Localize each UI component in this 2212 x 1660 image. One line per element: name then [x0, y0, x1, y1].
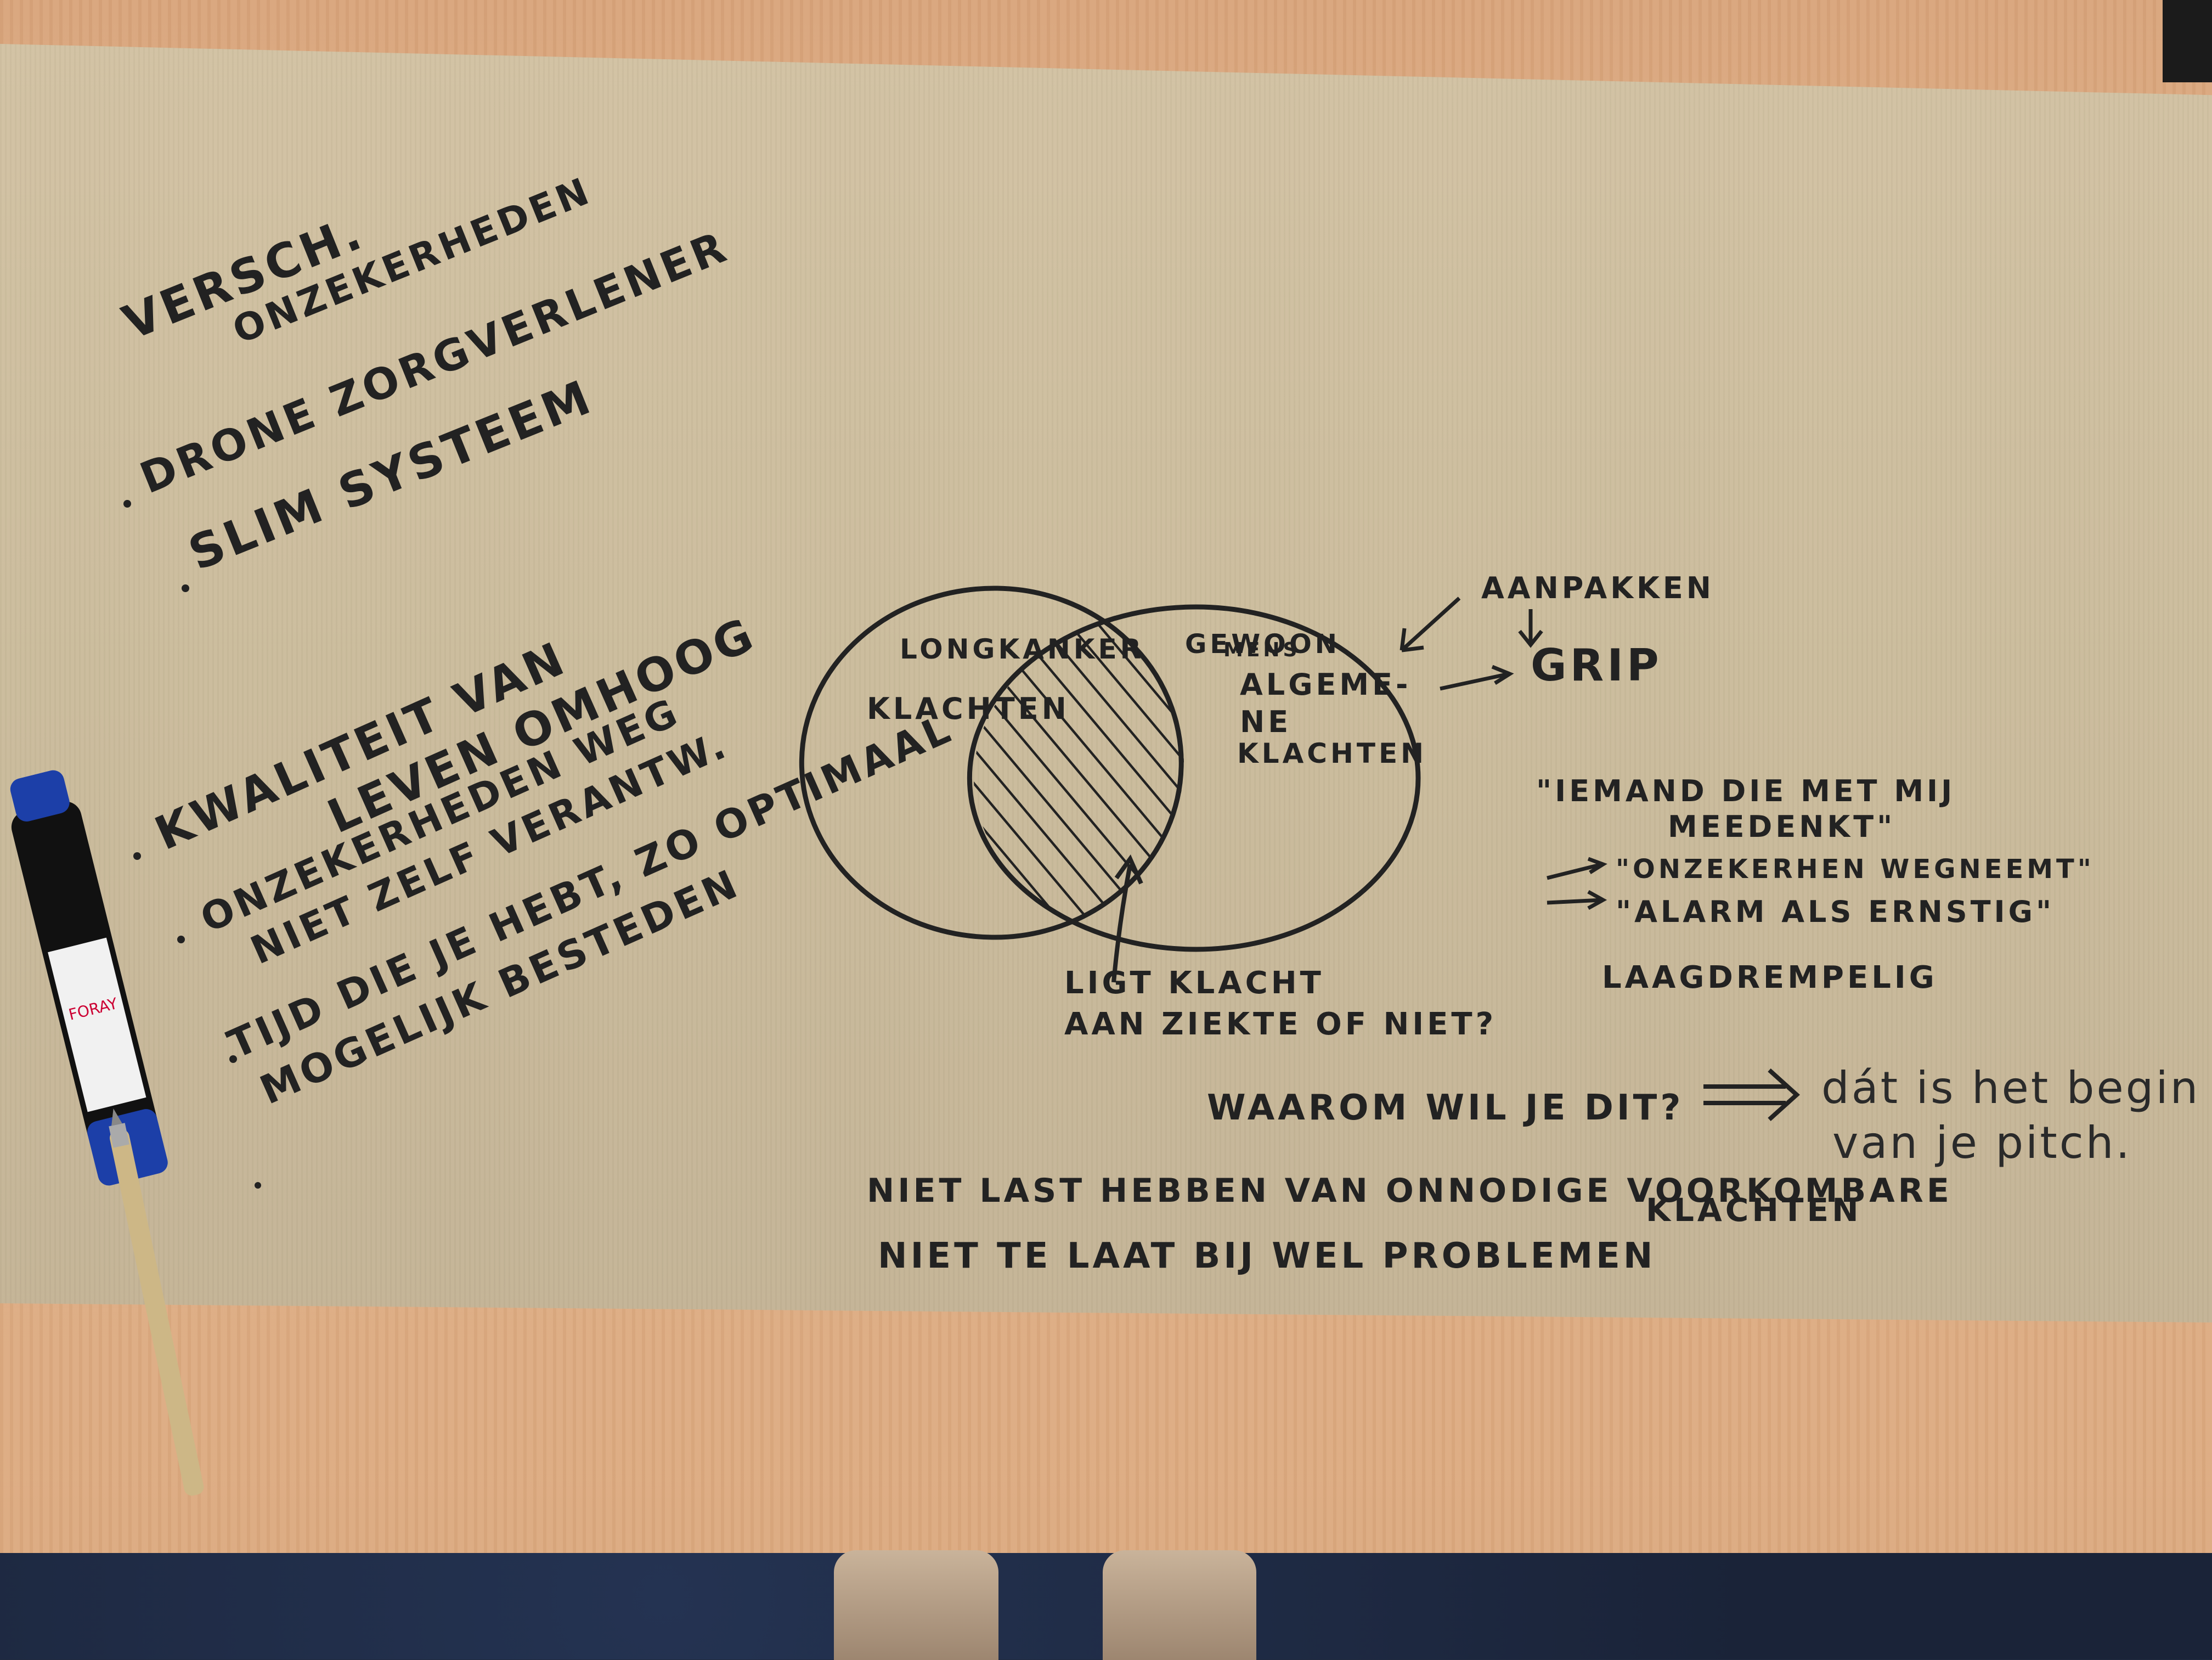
- right-label-5: KLACHTEN: [1237, 738, 1427, 769]
- right-label-1: GEWOON: [1185, 629, 1340, 660]
- shoe-right: [1103, 1550, 1256, 1660]
- arrow-quote-2: [1547, 857, 1607, 880]
- laagdrempelig-text: LAAGDREMPELIG: [1602, 960, 1938, 995]
- quote-1-line-1: "IEMAND DIE MET MIJ: [1536, 774, 1955, 808]
- bottom-line-1-cont: KLACHTEN: [1646, 1191, 1862, 1229]
- bullet-dot: [182, 584, 189, 592]
- arrow-down: [1518, 609, 1543, 648]
- arrow-to-grip: [1440, 665, 1514, 691]
- venn-diagram: LONGKANKER KLACHTEN GEWOON MENS ALGEME- …: [799, 586, 1497, 1042]
- answer-line-1: dát is het begin: [1821, 1062, 2200, 1113]
- left-label-2: KLACHTEN: [867, 691, 1070, 726]
- quote-2: "ONZEKERHEN WEGNEEMT": [1616, 854, 2095, 885]
- right-label-3: ALGEME-: [1240, 667, 1411, 702]
- left-label-1: LONGKANKER: [900, 633, 1144, 665]
- quote-3: "ALARM ALS ERNSTIG": [1616, 894, 2055, 929]
- grip-text: GRIP: [1531, 640, 1662, 691]
- marker-pen: FORAY: [10, 770, 168, 1186]
- quote-1-line-2: MEEDENKT": [1668, 809, 1895, 844]
- bullet-dot: [123, 500, 131, 508]
- overlap-note-2: AAN ZIEKTE OF NIET?: [1064, 1006, 1497, 1042]
- answer-line-2: van je pitch.: [1832, 1117, 2132, 1168]
- overlap-arrow: [1111, 864, 1132, 983]
- pen: [109, 1108, 204, 1496]
- table-corner-shadow: [2163, 0, 2212, 82]
- right-label-2: MENS: [1223, 639, 1300, 661]
- right-label-4: NE: [1240, 705, 1291, 739]
- bottom-line-2: NIET TE LAAT BIJ WEL PROBLEMEN: [878, 1236, 1656, 1276]
- double-arrow: [1703, 1068, 1800, 1121]
- overlap-hatch: [974, 607, 1184, 937]
- bottom-line-1: NIET LAST HEBBEN VAN ONNODIGE VOORKOMBAR…: [867, 1172, 1953, 1210]
- overlap-note-1: LIGT KLACHT: [1064, 965, 1324, 1001]
- kraft-paper-sheet: [0, 44, 2212, 1323]
- question-text: WAAROM WIL JE DIT?: [1207, 1088, 1684, 1128]
- shoe-left: [834, 1550, 998, 1660]
- arrow-quote-3: [1547, 890, 1607, 910]
- circle-right: [967, 604, 1421, 952]
- aanpakken-text: AANPAKKEN: [1481, 571, 1714, 605]
- arrow-to-circle: [1400, 597, 1461, 652]
